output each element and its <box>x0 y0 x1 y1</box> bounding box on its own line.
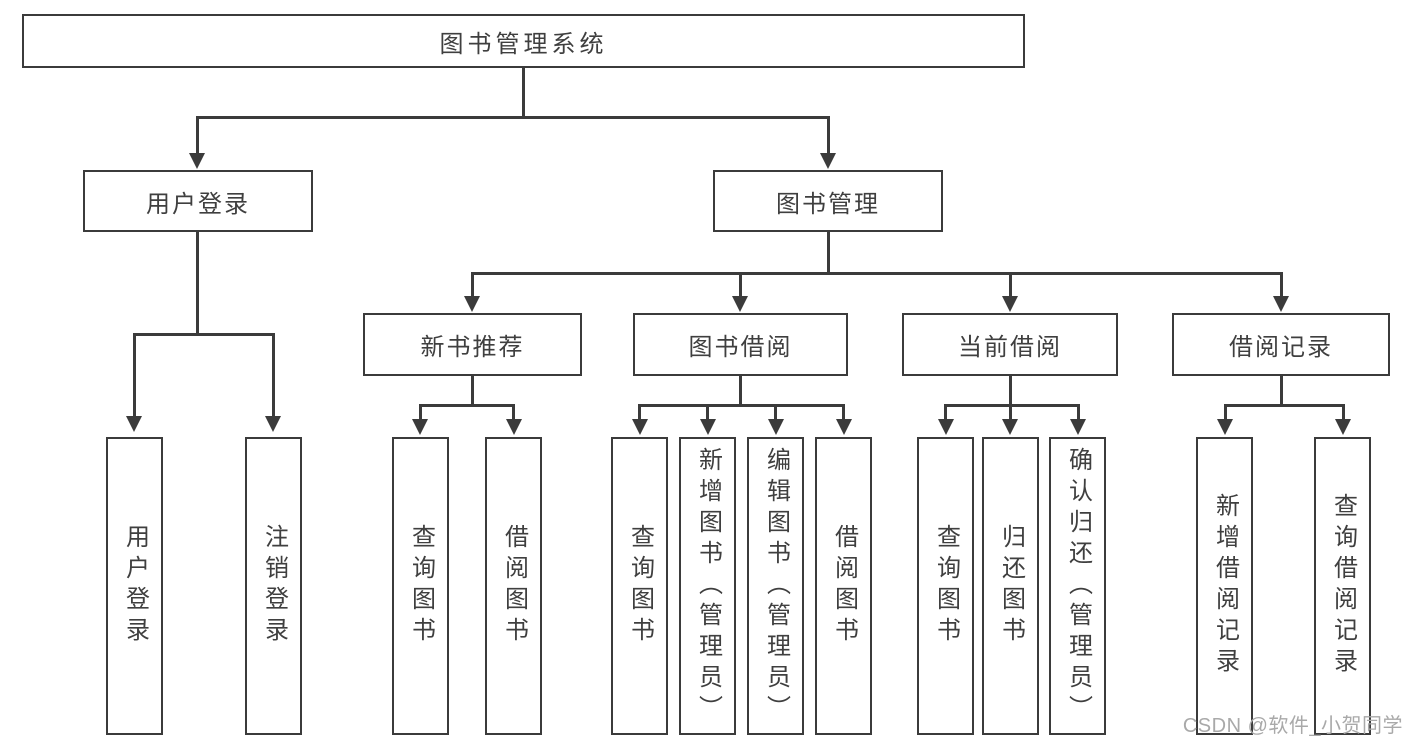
node-borrowing-records: 借阅记录 <box>1172 313 1390 376</box>
node-borrowing-records-label: 借阅记录 <box>1229 334 1333 361</box>
connector-stem <box>1224 404 1227 420</box>
leaf-user-login-label: 用户登录 <box>121 524 149 648</box>
connector-borrowing-records-trunk <box>1280 374 1283 406</box>
arrowhead-down <box>506 419 522 435</box>
connector-book-management-split-bar <box>471 272 1283 275</box>
connector-current-borrowing-split-bar <box>944 404 1080 407</box>
leaf-return-books: 归还图书 <box>982 437 1039 735</box>
node-root-label: 图书管理系统 <box>439 30 608 58</box>
leaf-borrow-books-recommend: 借阅图书 <box>485 437 542 735</box>
leaf-return-books-label: 归还图书 <box>997 524 1025 648</box>
leaf-search-books-borrowing-label: 查询图书 <box>626 524 654 648</box>
arrowhead-down <box>1217 419 1233 435</box>
leaf-add-books-admin: 新增图书（管理员） <box>679 437 736 735</box>
leaf-search-books-borrowing: 查询图书 <box>611 437 668 735</box>
leaf-search-books-recommend-label: 查询图书 <box>407 524 435 648</box>
csdn-watermark: CSDN @软件_小贺同学 <box>1182 715 1403 737</box>
connector-stem <box>471 272 474 298</box>
leaf-logout-label: 注销登录 <box>260 524 288 648</box>
arrowhead-down <box>1070 419 1086 435</box>
arrowhead-down <box>265 416 281 432</box>
connector-root-trunk <box>522 66 525 118</box>
connector-stem <box>1009 272 1012 298</box>
leaf-search-borrow-record-label: 查询借阅记录 <box>1329 493 1357 679</box>
node-current-borrowing: 当前借阅 <box>902 313 1118 376</box>
leaf-add-borrow-record: 新增借阅记录 <box>1196 437 1253 735</box>
connector-user-login-split-bar <box>133 333 275 336</box>
connector-stem <box>512 404 515 420</box>
leaf-confirm-return-admin-label: 确认归还（管理员） <box>1064 446 1092 726</box>
node-book-management: 图书管理 <box>713 170 943 232</box>
connector-stem <box>944 404 947 420</box>
connector-stem <box>638 404 641 420</box>
node-root: 图书管理系统 <box>22 14 1025 68</box>
connector-book-borrowing-trunk <box>739 374 742 406</box>
connector-stem <box>1342 404 1345 420</box>
connector-new-book-split-bar <box>419 404 515 407</box>
connector-new-book-trunk <box>471 374 474 406</box>
leaf-search-books-current: 查询图书 <box>917 437 974 735</box>
arrowhead-down <box>938 419 954 435</box>
connector-stem <box>133 333 136 417</box>
leaf-add-borrow-record-label: 新增借阅记录 <box>1211 493 1239 679</box>
leaf-user-login: 用户登录 <box>106 437 163 735</box>
leaf-confirm-return-admin: 确认归还（管理员） <box>1049 437 1106 735</box>
connector-book-management-trunk <box>827 230 830 274</box>
node-user-login: 用户登录 <box>83 170 313 232</box>
node-user-login-label: 用户登录 <box>146 190 250 218</box>
arrowhead-down <box>412 419 428 435</box>
leaf-edit-books-admin: 编辑图书（管理员） <box>747 437 804 735</box>
connector-stem <box>706 404 709 420</box>
connector-root-split-bar <box>196 116 830 119</box>
leaf-edit-books-admin-label: 编辑图书（管理员） <box>762 446 790 726</box>
connector-stem <box>1280 272 1283 298</box>
node-book-management-label: 图书管理 <box>776 190 880 218</box>
connector-user-login-trunk <box>196 230 199 335</box>
leaf-search-books-current-label: 查询图书 <box>932 524 960 648</box>
arrowhead-down <box>1335 419 1351 435</box>
connector-stem <box>1077 404 1080 420</box>
arrowhead-down <box>1002 419 1018 435</box>
node-new-book-recommend-label: 新书推荐 <box>420 334 525 361</box>
connector-current-borrowing-trunk <box>1009 374 1012 406</box>
arrowhead-down <box>732 296 748 312</box>
arrowhead-down <box>464 296 480 312</box>
node-book-borrowing: 图书借阅 <box>633 313 848 376</box>
connector-stem <box>774 404 777 420</box>
connector-stem <box>272 333 275 417</box>
arrowhead-down <box>632 419 648 435</box>
connector-stem <box>1009 404 1012 420</box>
leaf-borrow-books-borrowing-label: 借阅图书 <box>830 524 858 648</box>
node-book-borrowing-label: 图书借阅 <box>688 334 793 361</box>
connector-book-borrowing-split-bar <box>638 404 845 407</box>
leaf-search-books-recommend: 查询图书 <box>392 437 449 735</box>
arrowhead-down <box>189 153 205 169</box>
leaf-borrow-books-recommend-label: 借阅图书 <box>500 524 528 648</box>
leaf-borrow-books-borrowing: 借阅图书 <box>815 437 872 735</box>
connector-stem <box>419 404 422 420</box>
leaf-search-borrow-record: 查询借阅记录 <box>1314 437 1371 735</box>
node-current-borrowing-label: 当前借阅 <box>958 334 1062 361</box>
arrowhead-down <box>700 419 716 435</box>
connector-stem <box>739 272 742 298</box>
arrowhead-down <box>126 416 142 432</box>
arrowhead-down <box>1002 296 1018 312</box>
arrowhead-down <box>820 153 836 169</box>
connector-stem <box>196 116 199 154</box>
connector-borrowing-records-split-bar <box>1224 404 1345 407</box>
arrowhead-down <box>1273 296 1289 312</box>
leaf-logout: 注销登录 <box>245 437 302 735</box>
node-new-book-recommend: 新书推荐 <box>363 313 582 376</box>
leaf-add-books-admin-label: 新增图书（管理员） <box>694 446 722 726</box>
connector-stem <box>842 404 845 420</box>
arrowhead-down <box>836 419 852 435</box>
arrowhead-down <box>768 419 784 435</box>
connector-stem <box>827 116 830 154</box>
